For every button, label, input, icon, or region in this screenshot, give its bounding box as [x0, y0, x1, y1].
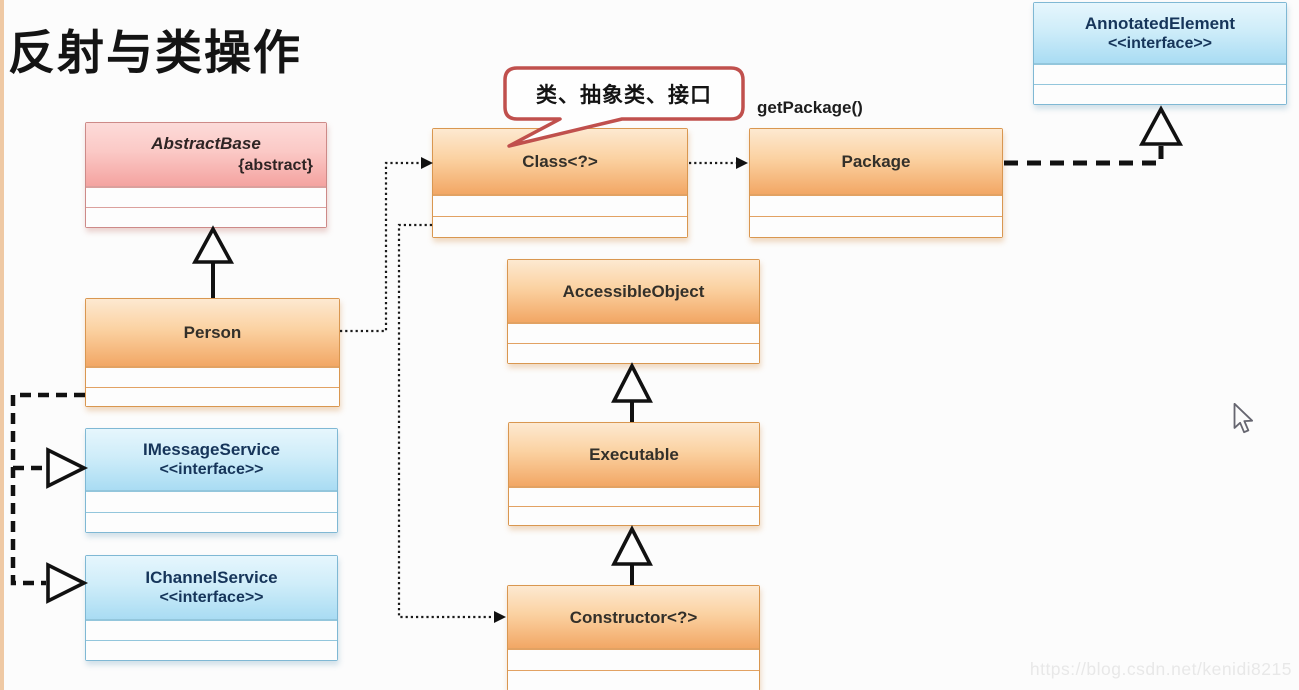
- class-box-accessible-object: AccessibleObject: [507, 259, 760, 364]
- class-box-executable: Executable: [508, 422, 760, 526]
- fields-compartment: [86, 366, 339, 387]
- methods-compartment: [508, 669, 759, 690]
- fields-compartment: [750, 194, 1002, 216]
- class-name: Person: [183, 323, 242, 342]
- interface-name: AnnotatedElement: [1084, 13, 1236, 33]
- class-name: Executable: [589, 445, 679, 464]
- class-name: Class<?>: [522, 152, 598, 171]
- class-header: Constructor<?>: [508, 586, 759, 648]
- class-box-constructor: Constructor<?>: [507, 585, 760, 690]
- mouse-cursor-icon: [1233, 403, 1254, 434]
- fields-compartment: [508, 322, 759, 343]
- methods-compartment: [86, 511, 337, 532]
- methods-compartment: [86, 207, 326, 227]
- interface-stereotype: <<interface>>: [159, 461, 264, 478]
- class-header: AnnotatedElement <<interface>>: [1034, 3, 1286, 63]
- fields-compartment: [86, 619, 337, 640]
- class-box-package: Package: [749, 128, 1003, 238]
- interface-stereotype: <<interface>>: [1107, 34, 1213, 52]
- fields-compartment: [1034, 63, 1286, 84]
- class-header: IMessageService <<interface>>: [86, 429, 337, 490]
- fields-compartment: [508, 648, 759, 670]
- class-name: AccessibleObject: [562, 281, 705, 301]
- class-box-person: Person: [85, 298, 340, 407]
- class-box-abstract-base: AbstractBase {abstract}: [85, 122, 327, 228]
- slide-edge-strip: [0, 0, 4, 690]
- class-header: Class<?>: [433, 129, 687, 194]
- fields-compartment: [86, 186, 326, 207]
- class-header: AbstractBase {abstract}: [86, 123, 326, 186]
- methods-compartment: [750, 216, 1002, 237]
- page-title: 反射与类操作: [8, 26, 302, 79]
- interface-stereotype: <<interface>>: [159, 589, 264, 606]
- interface-name: IChannelService: [145, 568, 278, 587]
- methods-compartment: [86, 386, 339, 406]
- interface-box-imessage-service: IMessageService <<interface>>: [85, 428, 338, 533]
- interface-box-ichannel-service: IChannelService <<interface>>: [85, 555, 338, 661]
- class-header: AccessibleObject: [508, 260, 759, 322]
- class-box-class-generic: Class<?>: [432, 128, 688, 238]
- callout-text: 类、抽象类、接口: [536, 84, 712, 107]
- class-header: Executable: [509, 423, 759, 486]
- class-header: Person: [86, 299, 339, 366]
- class-header: Package: [750, 129, 1002, 194]
- fields-compartment: [433, 194, 687, 216]
- methods-compartment: [508, 343, 759, 363]
- methods-compartment: [509, 506, 759, 525]
- watermark: https://blog.csdn.net/kenidi8215: [1029, 659, 1292, 679]
- methods-compartment: [1034, 84, 1286, 104]
- interface-box-annotated-element: AnnotatedElement <<interface>>: [1033, 2, 1287, 105]
- class-name: Package: [841, 152, 911, 171]
- class-stereotype: {abstract}: [238, 157, 313, 174]
- fields-compartment: [509, 486, 759, 506]
- methods-compartment: [433, 216, 687, 237]
- fields-compartment: [86, 490, 337, 512]
- interface-name: IMessageService: [142, 440, 281, 459]
- methods-compartment: [86, 640, 337, 660]
- get-package-method-label: getPackage(): [757, 98, 863, 117]
- class-name: AbstractBase: [151, 134, 261, 153]
- class-header: IChannelService <<interface>>: [86, 556, 337, 619]
- class-name: Constructor<?>: [569, 607, 698, 627]
